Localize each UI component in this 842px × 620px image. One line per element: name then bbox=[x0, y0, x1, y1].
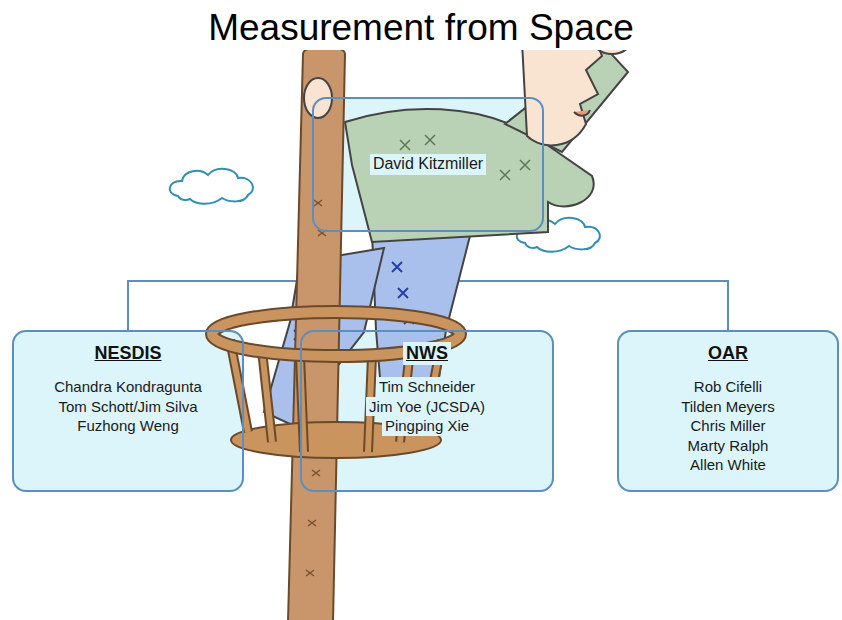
person-name: David Kitzmiller bbox=[370, 154, 486, 175]
person-name: Tom Schott/Jim Silva bbox=[55, 397, 200, 417]
office-box: NESDIS Chandra KondraguntaTom Schott/Jim … bbox=[12, 330, 244, 492]
person-name: Allen White bbox=[687, 455, 769, 475]
slide-title: Measurement from Space bbox=[204, 6, 638, 50]
person-name: Rob Cifelli bbox=[691, 377, 765, 397]
person-name: Chandra Kondragunta bbox=[51, 377, 205, 397]
mouth bbox=[574, 110, 590, 116]
box-fill bbox=[617, 330, 839, 492]
person-name: Chris Miller bbox=[688, 416, 769, 436]
box-fill bbox=[12, 330, 244, 492]
office-box: OAR Rob CifelliTilden MeyersChris MillerM… bbox=[617, 330, 839, 492]
pole-hatching bbox=[306, 200, 326, 576]
office-heading: NESDIS bbox=[91, 342, 164, 365]
person-name: Tim Schneider bbox=[376, 377, 478, 397]
person-name: Jim Yoe (JCSDA) bbox=[366, 397, 488, 417]
mast-pole bbox=[288, 47, 345, 620]
title-bar: Measurement from Space bbox=[0, 6, 842, 50]
person-name: Pingping Xie bbox=[382, 416, 472, 436]
lead-box: David Kitzmiller bbox=[312, 97, 544, 232]
office-heading: NWS bbox=[403, 342, 451, 365]
office-box: NWS Tim SchneiderJim Yoe (JCSDA)Pingping … bbox=[300, 330, 554, 492]
person-name: Tilden Meyers bbox=[678, 397, 778, 417]
person-name: Marty Ralph bbox=[685, 436, 772, 456]
person-name: Fuzhong Weng bbox=[74, 416, 181, 436]
cloud bbox=[170, 169, 253, 204]
office-heading: OAR bbox=[705, 342, 751, 365]
